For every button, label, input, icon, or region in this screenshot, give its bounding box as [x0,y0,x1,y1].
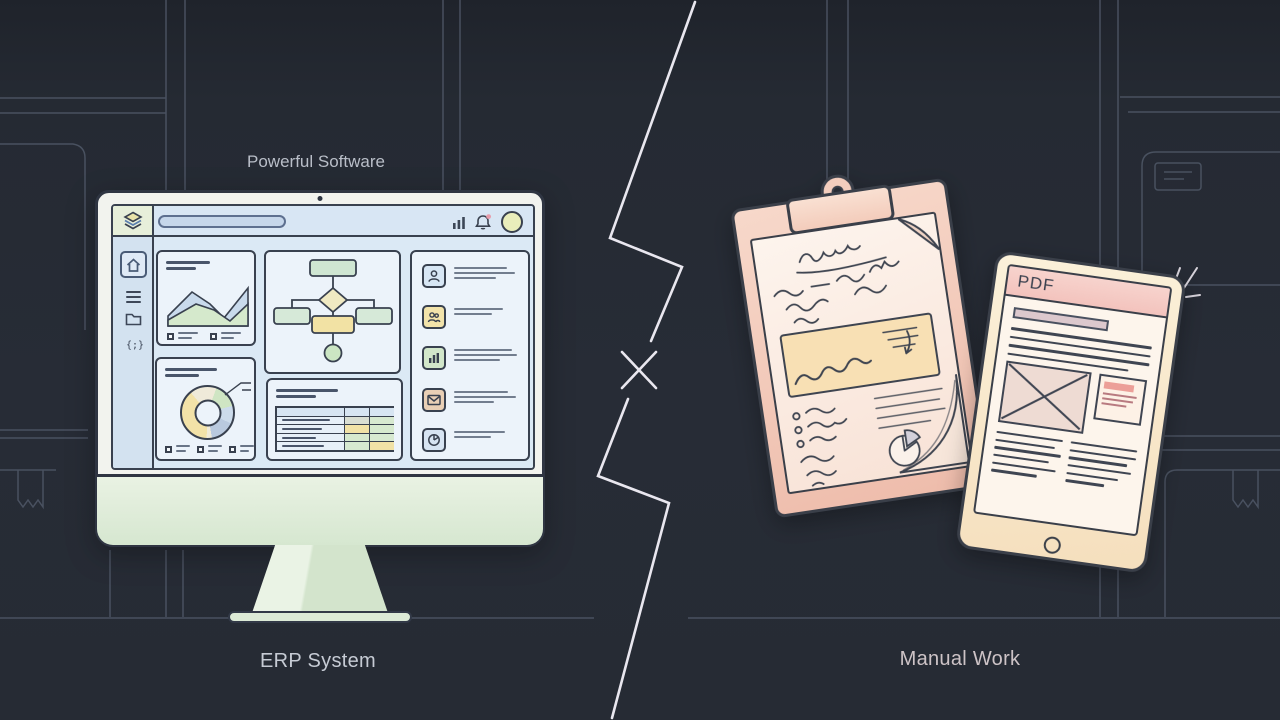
pdf-page [986,307,1155,527]
monitor-stand [252,545,388,613]
clipboard [730,172,992,519]
bell-icon [475,214,491,230]
user-icon [422,264,446,288]
table-row [277,416,344,425]
divider-zigzag-bottom [596,397,671,720]
app-sidebar: {;} [113,237,154,468]
list-item [422,388,520,412]
caption-powerful-software: Powerful Software [247,152,385,171]
search-input [158,215,286,228]
image-placeholder-icon [997,360,1092,434]
list-item [422,346,520,370]
pie-chart-icon [422,428,446,452]
monitor: {;} [95,190,545,547]
area-chart [167,285,249,327]
monitor-chin [97,474,543,545]
blueprint-lines-bottom-left [0,429,88,510]
table-row [277,442,344,450]
donut-callout [224,382,251,396]
pdf-tablet: PDF [955,250,1187,574]
blueprint-box-top-right [1141,151,1280,286]
erp-app-screen: {;} [111,204,535,470]
label-manual-work: Manual Work [899,648,1021,670]
avatar [501,211,523,233]
folder-icon [125,313,142,326]
pdf-media-row [997,360,1148,442]
card-area-chart [156,250,256,346]
card-table [266,378,403,461]
stats-bars-icon [453,216,465,229]
legend-item [197,445,222,454]
app-main [154,237,533,468]
blueprint-lines-center-left [442,0,461,190]
pdf-text-columns [990,430,1138,496]
divider-zigzag-top [608,0,697,343]
table-row [277,433,344,442]
pdf-badge: PDF [1016,271,1056,296]
blueprint-lines-bottom-right [1155,435,1280,617]
blueprint-lines-above-clipboard [826,0,849,206]
list-item [422,264,520,288]
clipboard-paper [749,211,974,495]
donut-chart [180,385,235,440]
handwritten-title [798,243,861,264]
list-item [422,305,520,329]
code-icon: {;} [126,340,145,351]
handwritten-document [773,218,971,487]
blueprint-lines-top-left [0,0,186,330]
mail-icon [422,388,446,412]
logo-cell [113,206,154,235]
blueprint-card-icon-lines [1164,171,1192,180]
monitor-base [228,611,412,623]
data-table [275,406,394,452]
users-icon [422,305,446,329]
webcam-dot [317,196,323,201]
list-item [422,428,520,452]
blueprint-card-icon [1154,162,1202,191]
cross-divider-icon [620,350,658,390]
table-row [277,425,344,433]
menu-icon [126,291,141,306]
app-topbar [113,206,533,237]
legend-item [229,445,254,454]
label-erp-system: ERP System [260,650,376,672]
bar-chart-icon [422,346,446,370]
blueprint-verticals-bottom-left [109,550,184,617]
logo-icon [122,211,143,230]
topbar-icons [453,210,523,234]
pdf-subtitle-bar [1012,307,1110,332]
legend-item [210,332,241,341]
card-record-list [410,250,530,461]
home-icon [120,251,147,278]
flowchart [273,259,393,363]
card-donut-chart [155,357,256,461]
tablet-screen: PDF [972,263,1173,537]
legend-item [165,445,190,454]
pdf-callout-box [1093,373,1148,426]
legend-item [167,332,198,341]
donut-hole [194,399,221,426]
card-flowchart [264,250,401,374]
